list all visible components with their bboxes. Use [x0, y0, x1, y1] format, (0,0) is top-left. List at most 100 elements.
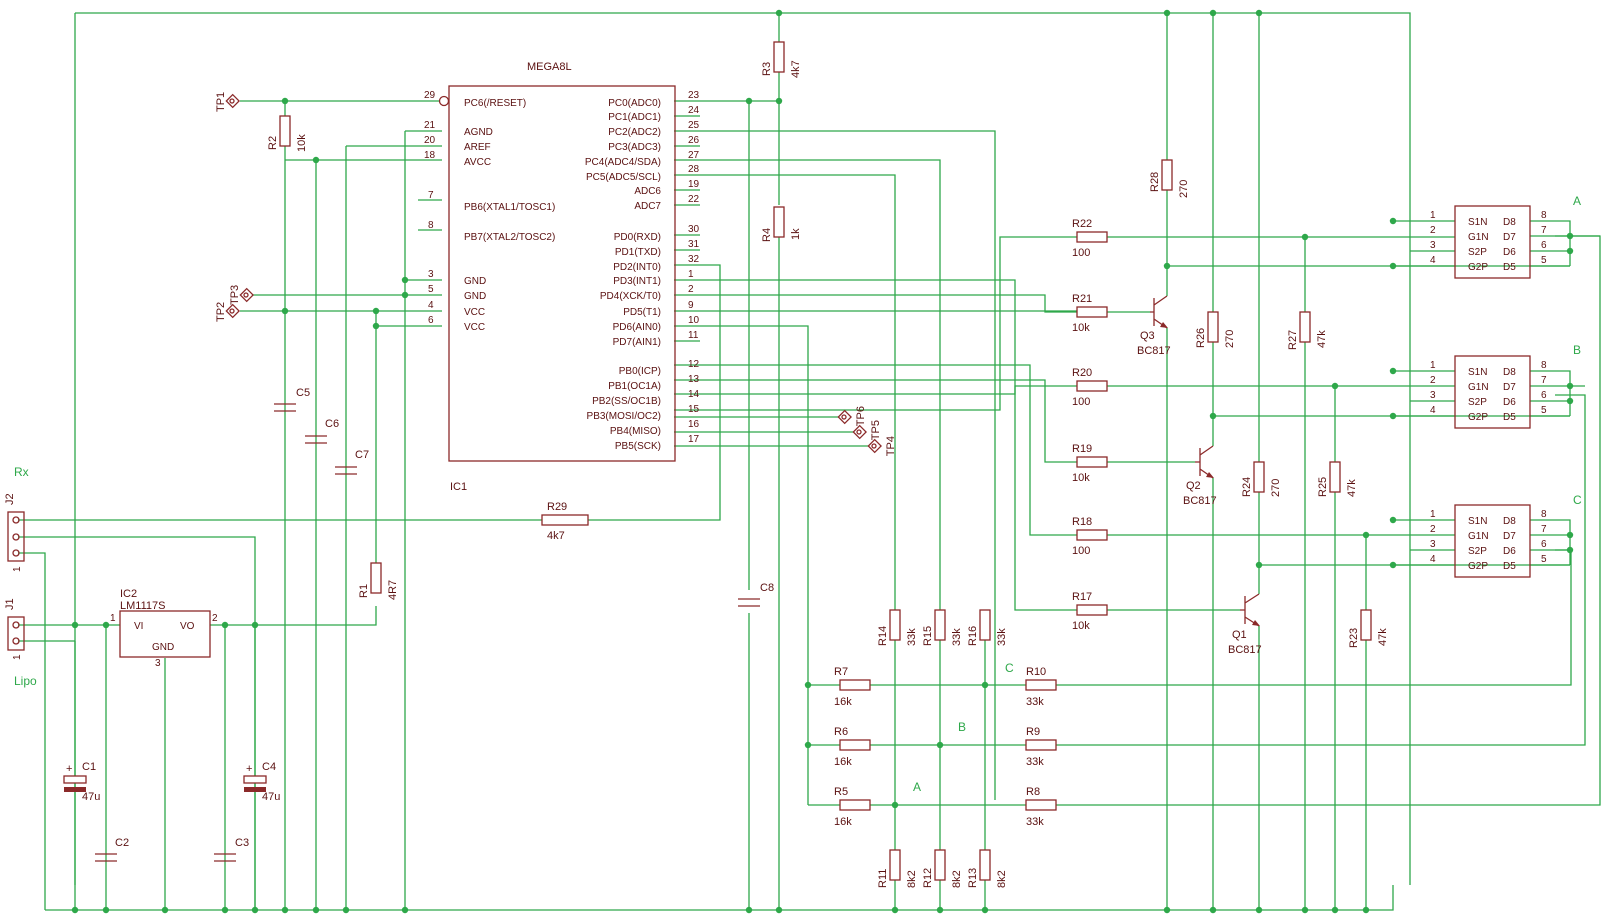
- resistor-r15: R15 33k: [922, 609, 963, 646]
- q2-ref: Q2: [1186, 480, 1201, 492]
- resistor-r18: R18 100: [1072, 516, 1108, 557]
- ic2-ref: IC2: [120, 588, 137, 600]
- wires: [18, 12, 1601, 911]
- ic1-pin-label: PB4(MISO): [610, 426, 661, 437]
- ic1-pin-num: 4: [428, 300, 434, 311]
- resistor-r1: R1 4R7: [358, 562, 399, 600]
- resistor-r6: R6 16k: [834, 726, 871, 768]
- tp1-label: TP1: [215, 92, 227, 112]
- resistor-r24: R24 270: [1241, 461, 1282, 497]
- pin-label: S2P: [1468, 397, 1487, 408]
- c5-ref: C5: [296, 387, 310, 399]
- j1-label: Lipo: [14, 674, 37, 688]
- r18-value: 100: [1072, 545, 1090, 557]
- ic1-pin-label: VCC: [464, 307, 485, 318]
- pin-num: 3: [1430, 539, 1436, 550]
- connector-j2: J2 1 Rx: [4, 465, 29, 572]
- resistor-r11: R11 8k2: [877, 849, 918, 888]
- ic1-pin-num: 23: [688, 90, 700, 101]
- r16-ref: R16: [967, 626, 979, 646]
- r11-value: 8k2: [906, 870, 918, 888]
- r12-value: 8k2: [951, 870, 963, 888]
- pin-num: 8: [1541, 360, 1547, 371]
- pin-label: S2P: [1468, 247, 1487, 258]
- capacitor-c4: + C4 47u: [243, 761, 280, 803]
- r11-ref: R11: [877, 869, 889, 888]
- ic1-pin-label: ADC6: [634, 186, 661, 197]
- c3-ref: C3: [235, 837, 249, 849]
- connector-j1: J1 1 Lipo: [4, 598, 37, 688]
- ic1-pin-label: AREF: [464, 142, 491, 153]
- ic1-pin-num: 16: [688, 419, 700, 430]
- r28-value: 270: [1178, 180, 1190, 198]
- pin-num: 2: [1430, 375, 1436, 386]
- r18-ref: R18: [1072, 516, 1092, 528]
- ic1-pin-num: 29: [424, 90, 436, 101]
- net-label-a: A: [913, 780, 921, 794]
- ic1-pin-num: 21: [424, 120, 436, 131]
- phase-label: B: [1573, 343, 1581, 357]
- c1-polarity: +: [66, 763, 72, 775]
- resistor-r7: R7 16k: [834, 666, 871, 708]
- pin-label: G1N: [1468, 531, 1489, 542]
- ic1-pin-label: PD0(RXD): [614, 232, 661, 243]
- resistor-r8: R8 33k: [1025, 786, 1057, 828]
- r10-ref: R10: [1026, 666, 1046, 678]
- ic1-pin-label: PD3(INT1): [613, 276, 661, 287]
- driver-ic-b: 1 2 3 4 8 7 6 5 S1N G1N S2P G2P D8 D7 D6…: [1430, 343, 1581, 429]
- r1-value: 4R7: [387, 580, 399, 600]
- resistor-r27: R27 47k: [1287, 311, 1328, 350]
- ic1-pin-num: 19: [688, 179, 700, 190]
- r14-value: 33k: [906, 628, 918, 646]
- resistor-r2: R2 10k: [267, 115, 308, 152]
- pin-num: 2: [1430, 524, 1436, 535]
- ic1-pin-label: GND: [464, 291, 486, 302]
- capacitor-c8: C8: [738, 582, 774, 607]
- j2-ref: J2: [4, 493, 16, 505]
- pin-label: D8: [1503, 367, 1516, 378]
- r21-value: 10k: [1072, 322, 1090, 334]
- pin-num: 4: [1430, 554, 1436, 565]
- transistor-q3: Q3 BC817: [1137, 295, 1171, 357]
- resistor-r3: R3 4k7: [761, 41, 802, 78]
- q1-value: BC817: [1228, 644, 1262, 656]
- ic1-pin-num: 14: [688, 389, 700, 400]
- ic1-pin-num: 26: [688, 135, 700, 146]
- r2-ref: R2: [267, 136, 279, 150]
- ic1-pin-num: 5: [428, 284, 434, 295]
- r24-ref: R24: [1241, 477, 1253, 497]
- pin-num: 8: [1541, 210, 1547, 221]
- ic1-pin-label: PB2(SS/OC1B): [592, 396, 661, 407]
- r21-ref: R21: [1072, 293, 1092, 305]
- pin-label: S1N: [1468, 367, 1487, 378]
- r9-value: 33k: [1026, 756, 1044, 768]
- pin-label: D6: [1503, 397, 1516, 408]
- pin-label: G2P: [1468, 412, 1488, 423]
- ic1-name: MEGA8L: [527, 61, 572, 73]
- r17-value: 10k: [1072, 620, 1090, 632]
- ic1-pin-num: 3: [428, 269, 434, 280]
- r15-ref: R15: [922, 626, 934, 646]
- r19-value: 10k: [1072, 472, 1090, 484]
- ic1-pin-num: 31: [688, 239, 700, 250]
- ic1-pin-num: 27: [688, 150, 700, 161]
- ic1-pin-num: 20: [424, 135, 436, 146]
- r25-value: 47k: [1346, 479, 1358, 497]
- pin-label: S1N: [1468, 217, 1487, 228]
- tp2-label: TP2: [215, 302, 227, 322]
- ic1-pin-label: PC3(ADC3): [608, 142, 661, 153]
- ic1-pin-label: PB7(XTAL2/TOSC2): [464, 232, 555, 243]
- ic1-pin-label: PD2(INT0): [613, 262, 661, 273]
- testpoint-tp1: TP1: [215, 92, 240, 112]
- phase-label: C: [1573, 493, 1582, 507]
- j2-pin: 1: [12, 566, 23, 572]
- ic1-pin-label: PB6(XTAL1/TOSC1): [464, 202, 555, 213]
- ic1-pin-num: 10: [688, 315, 700, 326]
- resistor-r13: R13 8k2: [967, 849, 1008, 888]
- ic1-pin-label: PD6(AIN0): [613, 322, 661, 333]
- ic1-mega8l: MEGA8L IC1 29 PC6(/RESET) 21 AGND 20 ARE…: [424, 61, 700, 493]
- r17-ref: R17: [1072, 591, 1092, 603]
- ic1-pin-num: 6: [428, 315, 434, 326]
- r22-value: 100: [1072, 247, 1090, 259]
- testpoint-tp3: TP3: [229, 285, 254, 305]
